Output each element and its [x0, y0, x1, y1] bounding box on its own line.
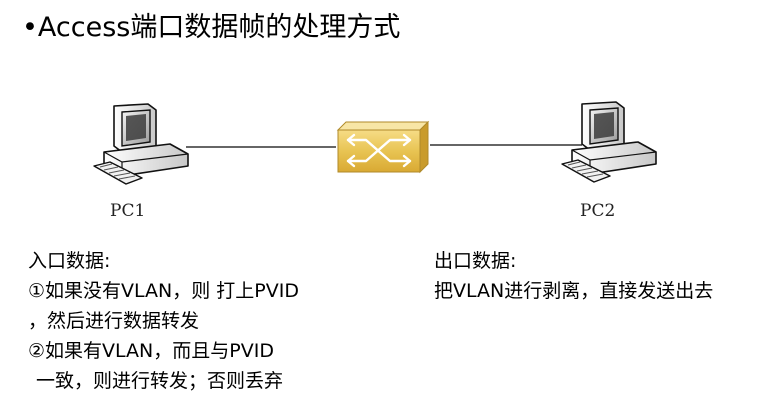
ingress-heading: 入口数据: — [28, 250, 111, 272]
egress-heading: 出口数据: — [434, 250, 517, 272]
ingress-line: ②如果有VLAN，而且与PVID — [28, 340, 274, 362]
switch-icon[interactable] — [336, 120, 430, 174]
ingress-line: ，然后进行数据转发 — [28, 310, 200, 332]
pc1-computer-icon[interactable] — [93, 103, 189, 185]
ingress-notes: 入口数据: ①如果没有VLAN，则 打上PVID ，然后进行数据转发 ②如果有V… — [28, 246, 299, 396]
egress-notes: 出口数据: 把VLAN进行剥离，直接发送出去 — [434, 246, 713, 306]
pc2-computer-icon[interactable] — [561, 101, 657, 183]
pc1-label: PC1 — [110, 201, 145, 221]
egress-line: 把VLAN进行剥离，直接发送出去 — [434, 280, 714, 302]
ingress-line: ①如果没有VLAN，则 打上PVID — [28, 280, 299, 302]
pc2-label: PC2 — [580, 201, 615, 221]
slide-title: •Access端口数据帧的处理方式 — [22, 12, 401, 43]
ingress-line: 一致，则进行转发；否则丢弃 — [36, 370, 284, 392]
